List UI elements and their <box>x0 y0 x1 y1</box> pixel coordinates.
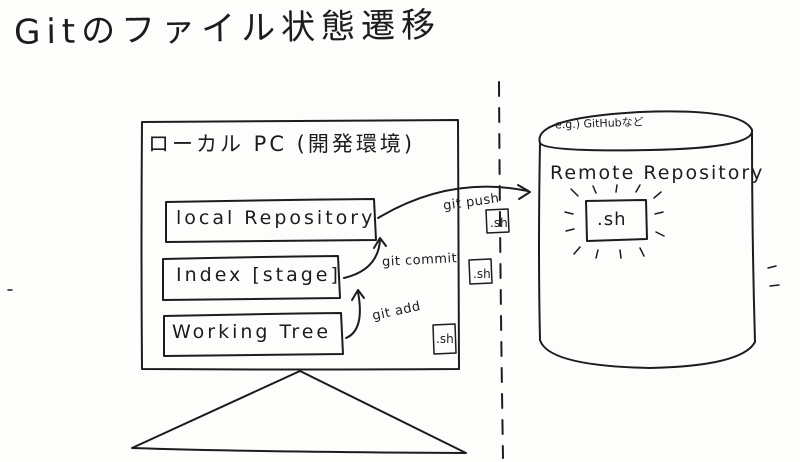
sh-file-commit-card <box>468 258 493 285</box>
remote-cylinder-body <box>538 129 756 369</box>
sh-file-add-label: .sh <box>436 332 454 346</box>
page-title: Gitのファイル状態遷移 <box>13 5 442 53</box>
remote-sh-file-label: .sh <box>597 209 627 230</box>
git-commit-label: git commit <box>381 251 458 270</box>
local-repository-box <box>165 198 377 243</box>
local-pc-frame <box>140 119 460 371</box>
local-repository-label: local Repository <box>176 207 376 229</box>
git-push-arrow <box>377 185 529 219</box>
edge-mark <box>767 265 777 269</box>
edge-mark <box>769 284 780 287</box>
sh-file-commit-label: .sh <box>473 267 491 281</box>
sh-file-push-card <box>485 208 510 234</box>
remote-sh-box <box>585 199 648 242</box>
index-label: Index [stage] <box>176 264 341 286</box>
git-push-arrowhead <box>517 184 531 200</box>
sh-file-push-label: .sh <box>490 216 508 230</box>
git-add-arrow <box>345 291 361 339</box>
monitor-stand <box>131 370 467 454</box>
working-tree-label: Working Tree <box>172 321 332 343</box>
working-tree-box <box>163 312 344 357</box>
network-separator <box>498 81 504 459</box>
index-box <box>162 255 341 301</box>
git-add-arrowhead <box>351 289 365 301</box>
git-commit-arrowhead <box>373 237 387 249</box>
local-pc-label: ローカル PC (開発環境) <box>148 132 416 156</box>
remote-repository-label: Remote Repository <box>550 162 765 184</box>
remote-example-label: e.g.) GitHubなど <box>554 115 644 132</box>
sh-file-add-card <box>432 323 457 355</box>
remote-sh-glow <box>564 184 665 259</box>
git-commit-arrow <box>343 239 381 279</box>
